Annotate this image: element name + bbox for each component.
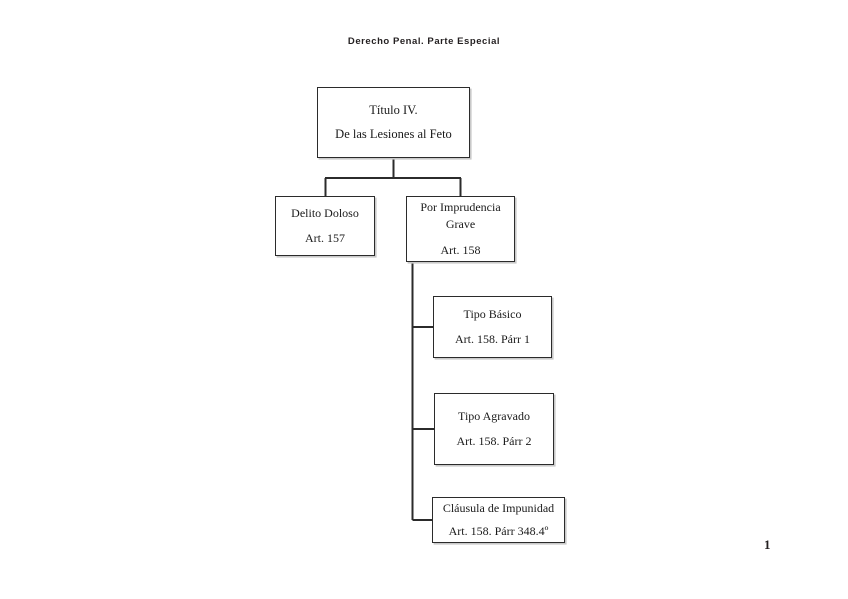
node-tipo-basico-line-2: Art. 158. Párr 1 bbox=[455, 332, 530, 346]
node-delito-doloso-line-1: Delito Doloso bbox=[291, 206, 359, 221]
node-por-imprudencia-grave-line-3: Art. 158 bbox=[440, 243, 481, 258]
node-delito-doloso[interactable]: Delito Doloso Art. 157 bbox=[275, 196, 375, 256]
node-por-imprudencia-grave[interactable]: Por Imprudencia Grave Art. 158 bbox=[406, 196, 515, 262]
node-clausula-de-impunidad-line-2: Art. 158. Párr 348.4º bbox=[448, 524, 549, 538]
node-tipo-agravado-line-1: Tipo Agravado bbox=[458, 408, 530, 423]
node-tipo-agravado[interactable]: Tipo Agravado Art. 158. Párr 2 bbox=[434, 393, 554, 465]
page-number: 1 bbox=[764, 537, 771, 552]
page-title: Derecho Penal. Parte Especial bbox=[347, 36, 501, 47]
node-titulo-iv[interactable]: Título IV. De las Lesiones al Feto bbox=[317, 87, 470, 158]
node-clausula-de-impunidad[interactable]: Cláusula de Impunidad Art. 158. Párr 348… bbox=[432, 497, 565, 543]
node-tipo-basico-line-1: Tipo Básico bbox=[463, 306, 522, 321]
node-tipo-agravado-line-2: Art. 158. Párr 2 bbox=[456, 434, 532, 448]
node-delito-doloso-line-2: Art. 157 bbox=[305, 230, 345, 245]
node-titulo-iv-line-2: De las Lesiones al Feto bbox=[335, 126, 452, 141]
node-tipo-basico[interactable]: Tipo Básico Art. 158. Párr 1 bbox=[433, 296, 552, 358]
node-por-imprudencia-grave-line-2: Grave bbox=[445, 216, 476, 231]
node-titulo-iv-line-1: Título IV. bbox=[369, 102, 418, 117]
node-por-imprudencia-grave-line-1: Por Imprudencia bbox=[420, 199, 501, 214]
node-clausula-de-impunidad-line-1: Cláusula de Impunidad bbox=[442, 500, 555, 515]
